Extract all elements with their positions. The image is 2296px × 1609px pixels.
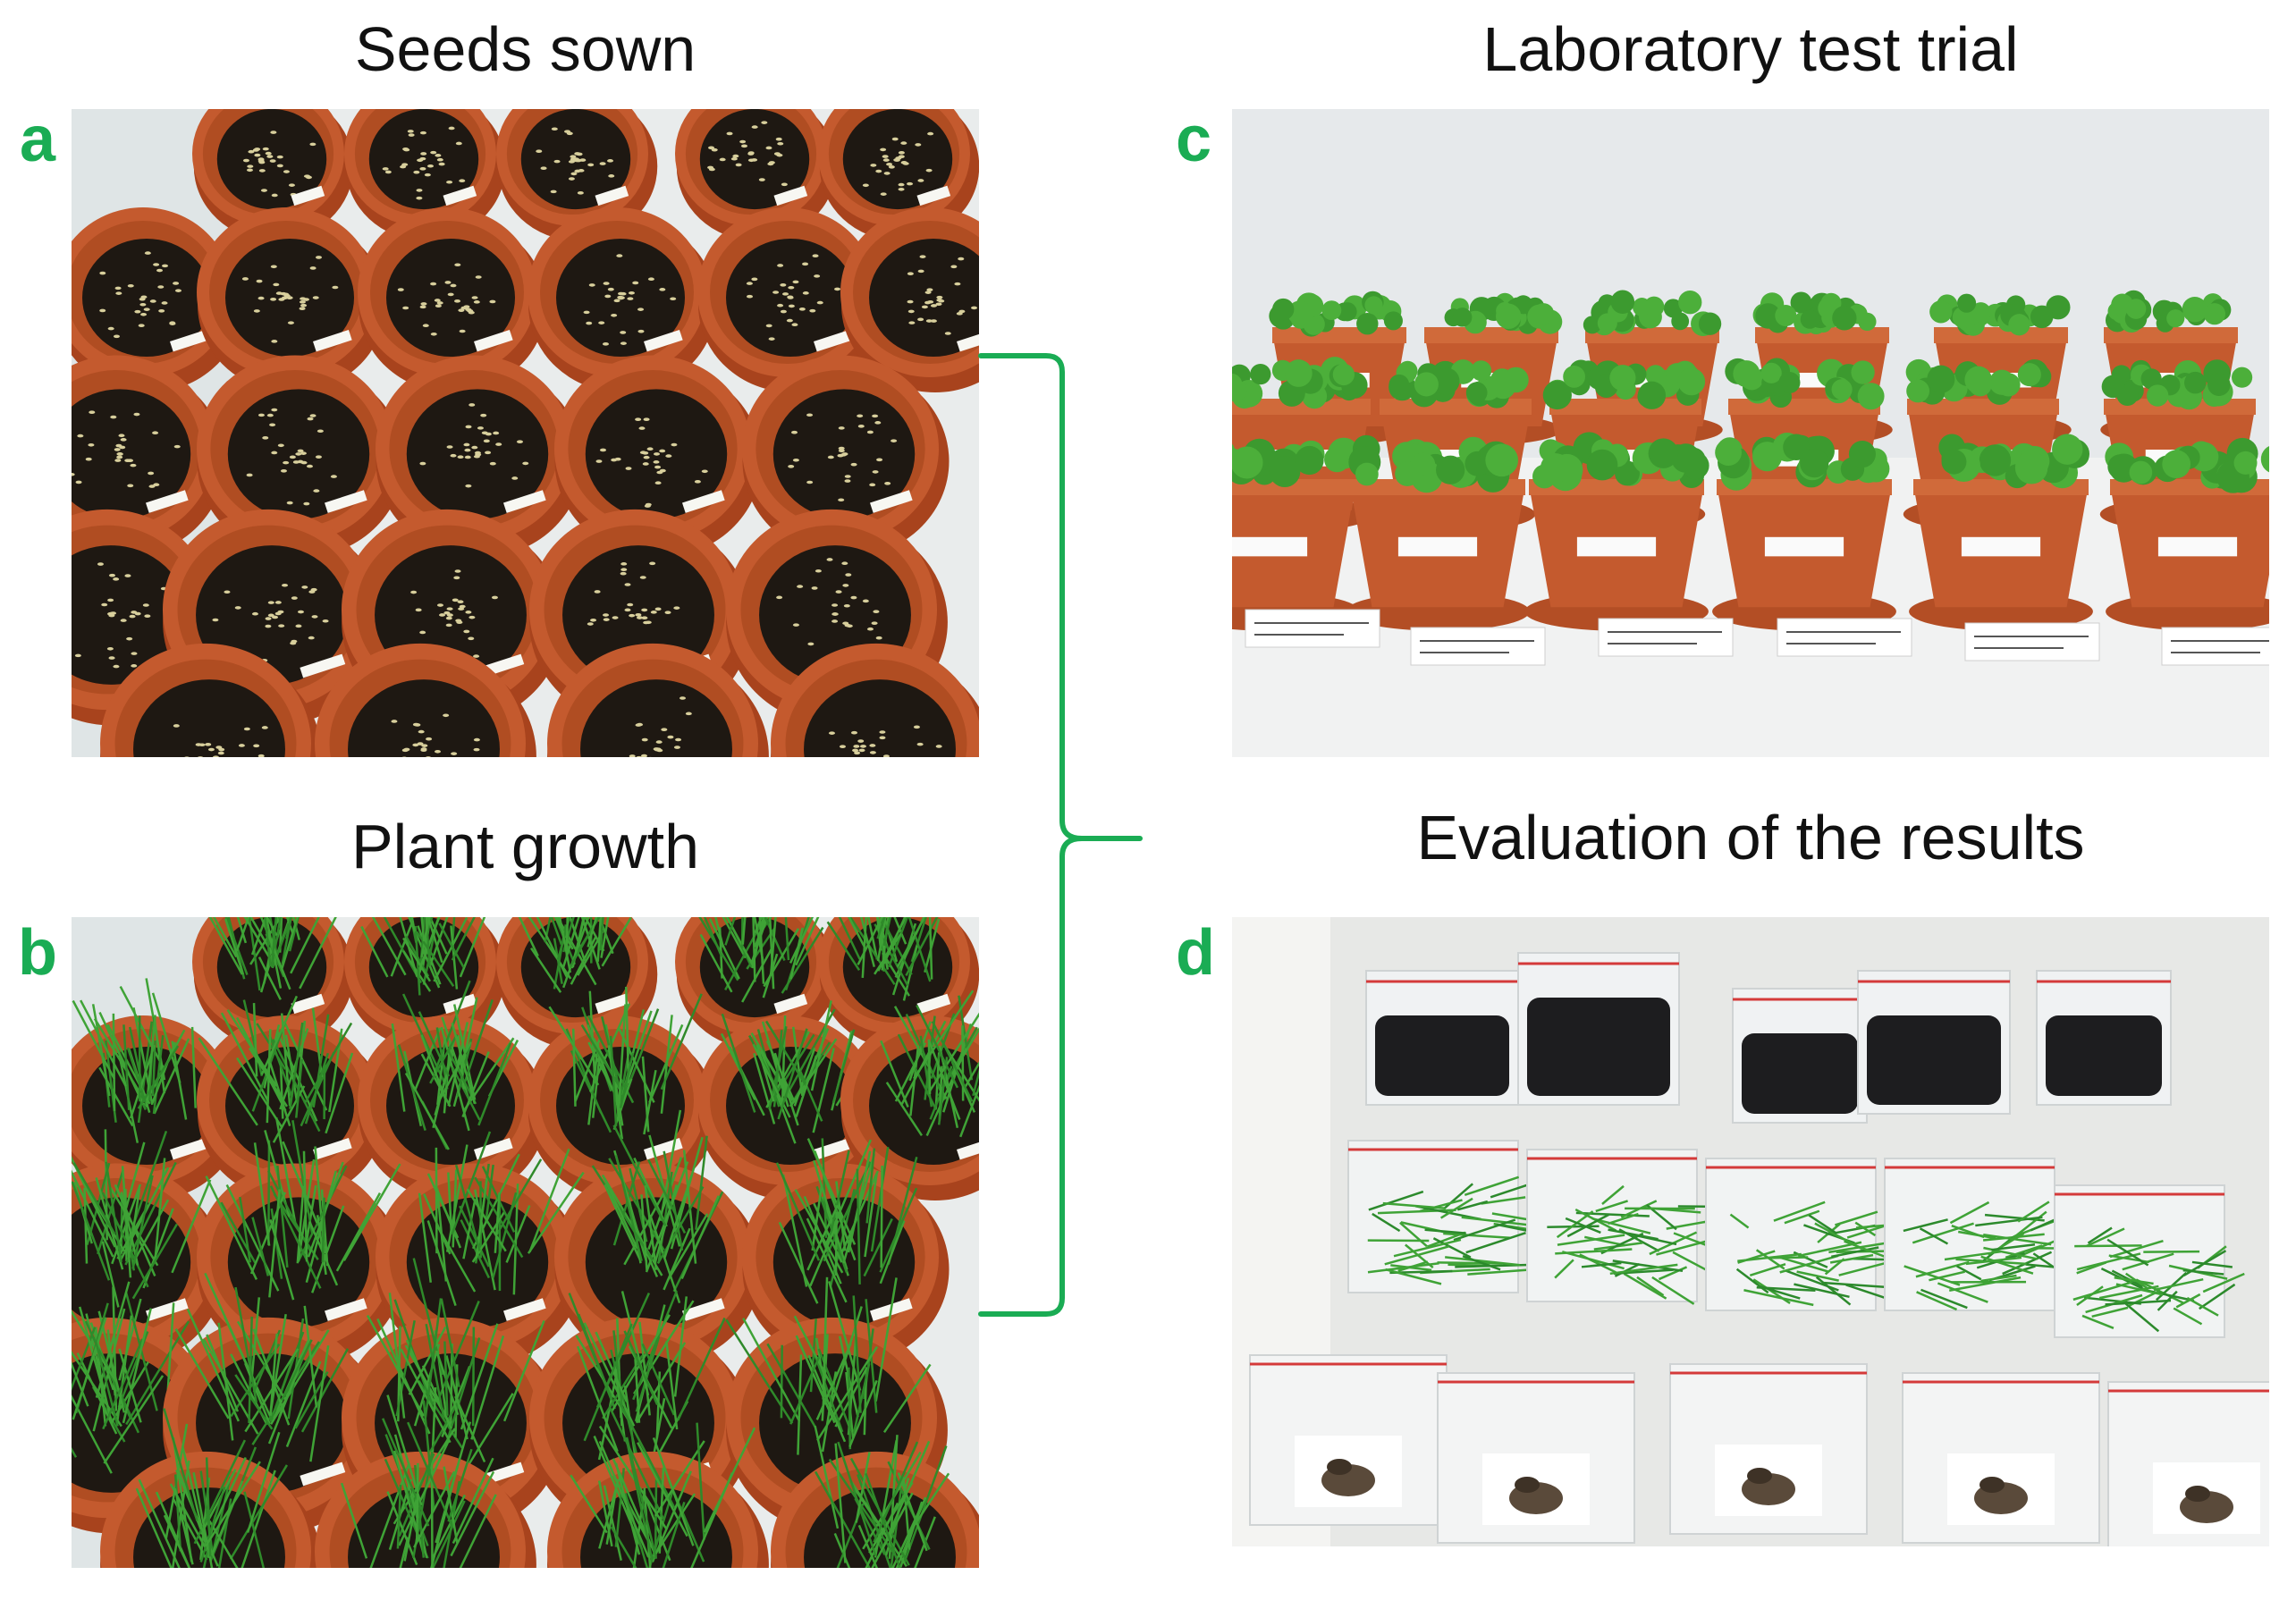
panel-title-d: Evaluation of the results — [1416, 803, 2085, 872]
panel-title-a: Seeds sown — [354, 14, 696, 84]
panel-title-b: Plant growth — [350, 812, 700, 881]
photo-plant-growth — [72, 917, 979, 1568]
panel-title-c: Laboratory test trial — [1482, 14, 2019, 84]
photo-seeds-sown — [72, 109, 979, 757]
photo-laboratory-trial — [1232, 109, 2269, 757]
panel-label-c: c — [1176, 104, 1212, 175]
photo-evaluation — [1232, 917, 2269, 1546]
panel-label-b: b — [18, 917, 57, 989]
panel-label-a: a — [20, 104, 56, 175]
panel-label-d: d — [1176, 917, 1215, 989]
